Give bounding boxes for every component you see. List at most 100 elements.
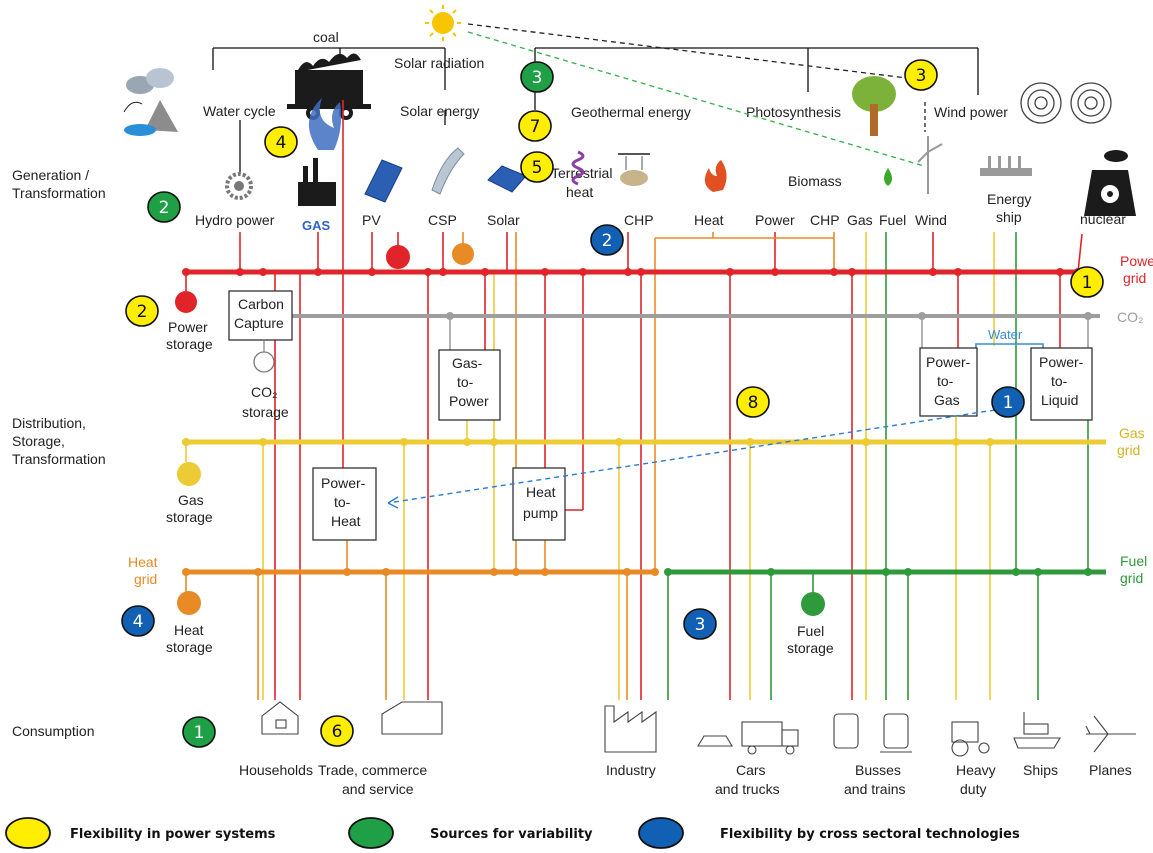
legend-item-cross: Flexibility by cross sectoral technologi… bbox=[638, 817, 1020, 849]
legend-label: Sources for variability bbox=[430, 827, 593, 842]
badge-power-7: 7 bbox=[518, 110, 552, 142]
tree-icon bbox=[852, 76, 896, 136]
water-cycle-icon bbox=[123, 68, 178, 136]
source-water-cycle: Water cycle bbox=[203, 103, 276, 119]
tech-heat: Heat bbox=[694, 212, 724, 228]
legend-item-power: Flexibility in power systems bbox=[5, 817, 276, 849]
geothermal-chp-icon bbox=[618, 153, 650, 186]
badge-number: 2 bbox=[137, 302, 148, 322]
ships-icon bbox=[1013, 712, 1061, 749]
badge-power-6: 6 bbox=[320, 715, 354, 747]
source-solar-radiation: Solar radiation bbox=[394, 55, 484, 71]
households-icon bbox=[261, 701, 299, 735]
power-to-liquid-box: Power-to-Liquid bbox=[1030, 347, 1093, 421]
source-coal: coal bbox=[313, 29, 339, 45]
heat-storage-node bbox=[177, 591, 201, 615]
busses-trains-icon bbox=[833, 713, 912, 753]
badge-power-8: 8 bbox=[736, 386, 770, 418]
badge-number: 3 bbox=[916, 66, 927, 86]
consumer-households: Households bbox=[239, 762, 313, 778]
tech-chp-biomass: CHP bbox=[810, 212, 840, 228]
cars-trucks-icon bbox=[697, 721, 799, 755]
badge-number: 6 bbox=[332, 722, 343, 742]
badge-variability-1: 1 bbox=[182, 716, 216, 748]
legend-swatch bbox=[348, 817, 394, 849]
badge-circle bbox=[1070, 266, 1104, 298]
tech-hydro-power: Hydro power bbox=[195, 212, 275, 228]
industry-icon bbox=[604, 705, 657, 753]
badge-number: 2 bbox=[159, 198, 170, 218]
stage-label-generation: Generation /Transformation bbox=[12, 167, 106, 201]
cross-sector-arrow bbox=[387, 409, 996, 509]
badge-circle bbox=[518, 110, 552, 142]
tech-gas: Gas bbox=[847, 212, 873, 228]
badge-number: 1 bbox=[1003, 393, 1014, 413]
badge-circle bbox=[320, 715, 354, 747]
svg-text:Gas-to-Power: Gas-to-Power bbox=[449, 355, 489, 409]
sunlight-arrows bbox=[467, 23, 926, 167]
source-geothermal: Geothermal energy bbox=[571, 104, 691, 120]
badge-circle bbox=[991, 386, 1025, 418]
tech-power: Power bbox=[755, 212, 795, 228]
legend: Flexibility in power systems Sources for … bbox=[5, 817, 1020, 849]
badge-power-4: 4 bbox=[264, 126, 298, 158]
badge-cross-4: 4 bbox=[121, 605, 155, 637]
pv-storage-node bbox=[386, 245, 410, 269]
badge-power-1: 1 bbox=[1070, 266, 1104, 298]
source-photosynthesis: Photosynthesis bbox=[746, 104, 841, 120]
badge-number: 2 bbox=[602, 231, 613, 251]
legend-label: Flexibility by cross sectoral technologi… bbox=[720, 827, 1020, 842]
badge-cross-3: 3 bbox=[683, 608, 717, 640]
svg-text:Power-to-Gas: Power-to-Gas bbox=[926, 354, 971, 408]
badge-circle bbox=[736, 386, 770, 418]
tech-pv: PV bbox=[362, 212, 381, 228]
badge-number: 3 bbox=[532, 68, 543, 88]
badge-power-3: 3 bbox=[904, 59, 938, 91]
source-biomass: Biomass bbox=[788, 173, 842, 189]
badge-number: 7 bbox=[530, 117, 541, 137]
gas-logo-text: GAS bbox=[302, 218, 331, 233]
legend-label: Flexibility in power systems bbox=[70, 827, 276, 842]
stage-label-consumption: Consumption bbox=[12, 723, 95, 739]
csp-storage-node bbox=[452, 243, 474, 265]
energy-ship-icon bbox=[980, 156, 1032, 176]
heavy-duty-icon bbox=[951, 721, 990, 757]
tech-csp: CSP bbox=[428, 212, 457, 228]
connectors-gray bbox=[263, 316, 1089, 352]
solar-collector-icon bbox=[487, 165, 527, 193]
grid-junction-dots bbox=[182, 268, 1092, 576]
badge-number: 4 bbox=[133, 612, 144, 632]
trade-icon bbox=[381, 701, 443, 735]
coal-cart-icon bbox=[287, 53, 371, 120]
gas-storage-node bbox=[177, 462, 201, 486]
power-grid-label: Powergrid bbox=[1120, 253, 1153, 286]
power-to-heat-box: Power-to-Heat bbox=[312, 467, 377, 541]
gas-to-power-box: Gas-to-Power bbox=[438, 349, 501, 421]
source-wind-power: Wind power bbox=[934, 104, 1008, 120]
planes-icon bbox=[1085, 715, 1136, 753]
tech-solar: Solar bbox=[487, 212, 520, 228]
svg-text:Power-to-Heat: Power-to-Heat bbox=[321, 475, 366, 529]
badge-variability-2: 2 bbox=[147, 191, 181, 223]
badge-circle bbox=[121, 605, 155, 637]
tech-fuel: Fuel bbox=[879, 212, 906, 228]
badge-circle bbox=[125, 295, 159, 327]
badge-circle bbox=[520, 61, 554, 93]
legend-swatch bbox=[638, 817, 684, 849]
badge-circle bbox=[264, 126, 298, 158]
badge-number: 1 bbox=[194, 723, 205, 743]
power-storage-node bbox=[175, 291, 197, 313]
